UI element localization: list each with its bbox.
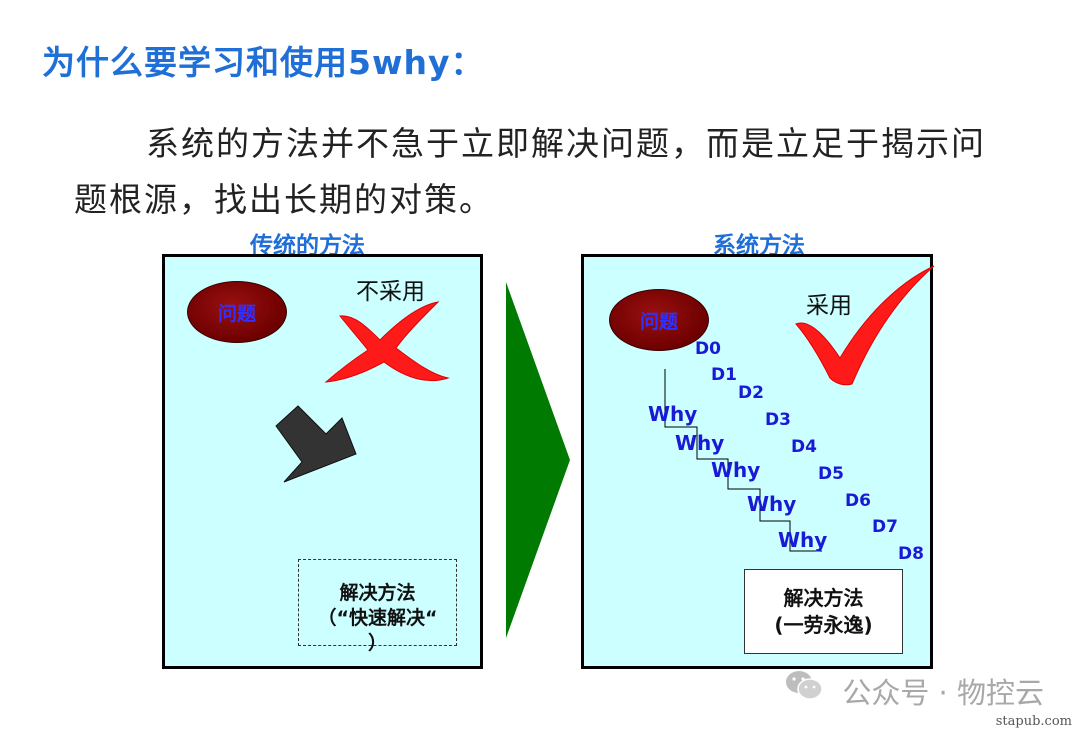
d-label: D2 bbox=[738, 383, 764, 403]
adopted-label: 采用 bbox=[806, 293, 852, 319]
d-label: D7 bbox=[872, 517, 898, 537]
not-adopted-label: 不采用 bbox=[356, 279, 425, 305]
intro-paragraph: 系统的方法并不急于立即解决问题，而是立足于揭示问题根源，找出长期的对策。 bbox=[74, 124, 986, 219]
down-arrow-icon bbox=[275, 405, 357, 483]
left-solution-box: 解决方法 （“快速解决“ ） bbox=[298, 559, 457, 654]
right-solution-box: 解决方法 (一劳永逸) bbox=[744, 569, 903, 654]
left-problem-ellipse: 问题 bbox=[187, 281, 287, 343]
d-label: D3 bbox=[765, 410, 791, 430]
d-label: D5 bbox=[818, 464, 844, 484]
watermark-brand: 公众号 · 物控云 bbox=[842, 676, 1044, 710]
why-label: Why bbox=[648, 402, 698, 426]
why-label: Why bbox=[747, 492, 797, 516]
why-label: Why bbox=[778, 528, 828, 552]
d-label: D0 bbox=[695, 339, 721, 359]
left-problem-label: 问题 bbox=[217, 302, 256, 325]
d-label: D8 bbox=[898, 544, 924, 564]
why-label: Why bbox=[675, 431, 725, 455]
staircase-lines bbox=[664, 369, 822, 552]
right-problem-ellipse: 问题 bbox=[609, 289, 709, 351]
checkmark-icon bbox=[795, 265, 935, 386]
cross-icon bbox=[324, 301, 450, 383]
watermark-site: stapub.com bbox=[995, 714, 1072, 729]
right-solution-line2: (一劳永逸) bbox=[774, 613, 873, 637]
right-solution-line1: 解决方法 bbox=[783, 586, 864, 610]
d-label: D6 bbox=[845, 491, 871, 511]
d-label: D1 bbox=[711, 365, 737, 385]
right-problem-label: 问题 bbox=[639, 310, 678, 333]
green-arrow-icon bbox=[506, 282, 570, 638]
d-label: D4 bbox=[791, 437, 817, 457]
wechat-icon bbox=[786, 671, 823, 700]
page-title: 为什么要学习和使用5why： bbox=[42, 43, 485, 82]
left-solution-line1: 解决方法 bbox=[339, 582, 416, 604]
why-label: Why bbox=[711, 458, 761, 482]
left-solution-line2: （“快速解决“ bbox=[317, 607, 438, 629]
left-solution-line3: ） bbox=[367, 632, 387, 654]
